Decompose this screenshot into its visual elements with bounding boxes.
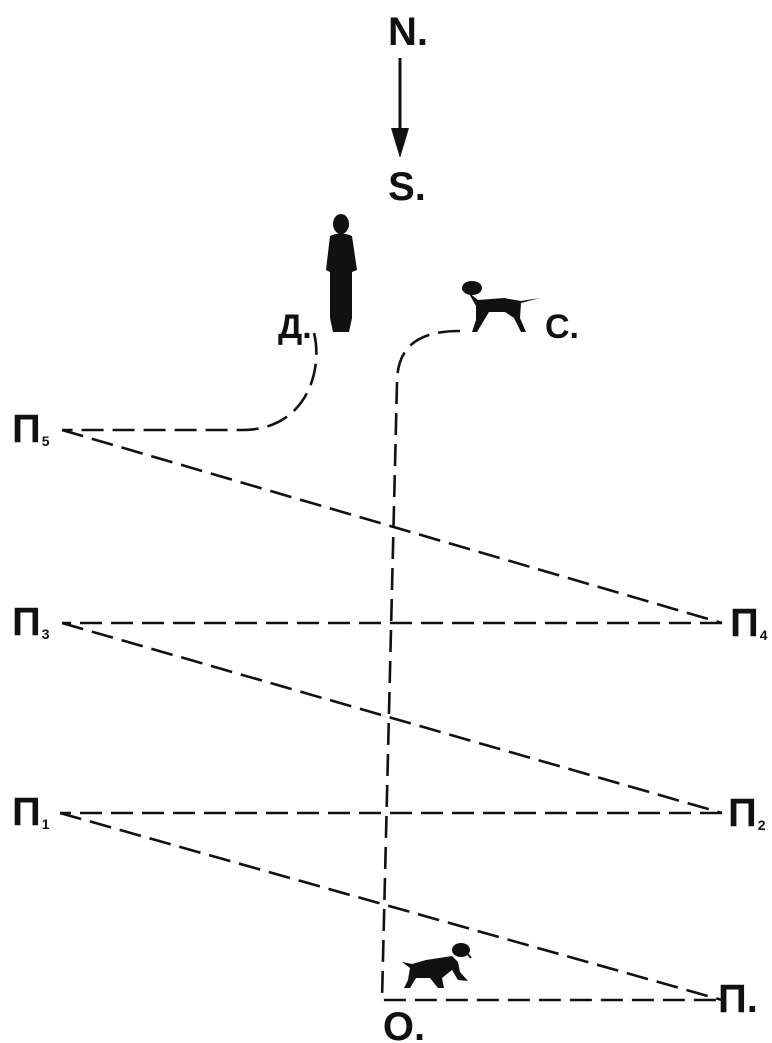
dog-start-label: С.: [545, 308, 579, 346]
search-leg-3: [61, 621, 723, 815]
search-leg-1: [61, 428, 723, 625]
dog-track-path: [380, 329, 722, 1002]
turn-point-final-label: П.: [718, 977, 758, 1021]
turn-point-1-label: П1: [12, 790, 50, 834]
handler-label: Д.: [278, 308, 312, 346]
arrow-down-icon: [391, 58, 409, 158]
walking-dog-silhouette-icon: [402, 943, 472, 988]
turn-point-2-label: П2: [728, 791, 766, 835]
search-leg-5: [59, 811, 723, 1002]
origin-label: О.: [383, 1005, 425, 1043]
turn-point-4-label: П4: [730, 601, 768, 645]
turn-point-3-label: П3: [12, 600, 50, 644]
turn-point-5-label: П5: [12, 407, 50, 451]
pointing-dog-silhouette-icon: [462, 281, 540, 332]
compass-south-label: S.: [388, 165, 426, 209]
handler-path: [62, 332, 318, 432]
compass-north-label: N.: [388, 10, 428, 54]
standing-person-silhouette-icon: [326, 214, 357, 332]
